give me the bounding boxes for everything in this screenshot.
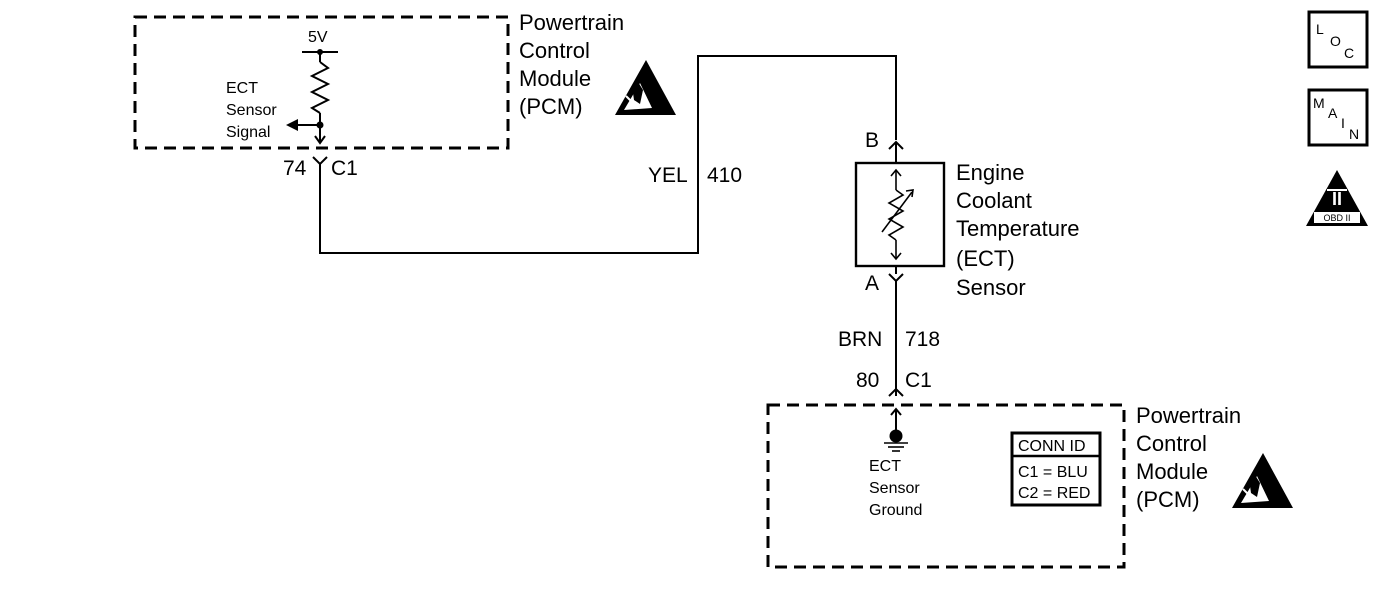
pin-arrow-icon <box>314 135 326 145</box>
ect-ground-line3: Ground <box>869 502 922 519</box>
svg-text:M: M <box>1313 95 1325 111</box>
supply-voltage-label: 5V <box>308 29 328 46</box>
svg-text:O: O <box>1330 33 1341 49</box>
pcm-top-name-line1: Powertrain <box>519 10 624 35</box>
main-icon[interactable]: M A I N <box>1307 88 1369 147</box>
wire-brn-color: BRN <box>838 328 882 351</box>
obd-numeral: II <box>1332 189 1342 209</box>
thermistor-icon <box>881 168 914 261</box>
connector-c1-bottom-symbol <box>888 387 904 397</box>
ect-name-line3: Temperature <box>956 216 1080 241</box>
ect-signal-line1: ECT <box>226 80 258 97</box>
ect-name-line1: Engine <box>956 160 1025 185</box>
pin-80-label: 80 <box>856 369 879 392</box>
connector-c1-top-label: C1 <box>331 157 358 180</box>
esd-warning-icon <box>615 60 676 115</box>
ground-icon <box>884 442 908 452</box>
ect-ground-line2: Sensor <box>869 480 920 497</box>
ect-name-line4: (ECT) <box>956 246 1015 271</box>
pullup-resistor <box>309 61 331 114</box>
pcm-bottom-name-line1: Powertrain <box>1136 403 1241 428</box>
obd-ii-icon[interactable]: II OBD II <box>1306 170 1368 226</box>
signal-arrow-icon <box>286 119 298 131</box>
esd-warning-icon <box>1232 453 1293 508</box>
wire-718-circuit: 718 <box>905 328 940 351</box>
pcm-bottom-name-line3: Module <box>1136 459 1208 484</box>
pcm-bottom-name-line4: (PCM) <box>1136 487 1200 512</box>
pcm-bottom-boundary <box>766 403 1126 569</box>
svg-text:A: A <box>1328 105 1338 121</box>
terminal-a-symbol <box>888 273 904 283</box>
conn-id-table: CONN ID C1 = BLU C2 = RED <box>1010 431 1102 507</box>
ect-ground-line1: ECT <box>869 458 901 475</box>
connector-c1-bottom-label: C1 <box>905 369 932 392</box>
obd-label: OBD II <box>1323 213 1350 223</box>
ect-signal-line2: Sensor <box>226 102 277 119</box>
loc-icon[interactable]: L O C <box>1307 10 1369 69</box>
ect-name-line5: Sensor <box>956 275 1026 300</box>
pcm-top-name-line4: (PCM) <box>519 94 583 119</box>
pcm-bottom-name-line2: Control <box>1136 431 1207 456</box>
wire-yel-color: YEL <box>648 164 688 187</box>
pcm-top-name-line2: Control <box>519 38 590 63</box>
ect-sensor-body <box>854 161 946 268</box>
pcm-top-name-line3: Module <box>519 66 591 91</box>
svg-text:L: L <box>1316 21 1324 37</box>
conn-id-row2: C2 = RED <box>1018 485 1090 502</box>
ect-name-line2: Coolant <box>956 188 1032 213</box>
svg-text:N: N <box>1349 126 1359 142</box>
pin-74-label: 74 <box>283 157 307 180</box>
svg-text:I: I <box>1341 115 1345 131</box>
pcm-top-boundary <box>133 15 510 150</box>
svg-text:C: C <box>1344 45 1354 61</box>
connector-c1-top-symbol <box>312 156 328 166</box>
terminal-a-label: A <box>865 272 879 295</box>
conn-id-row1: C1 = BLU <box>1018 464 1088 481</box>
wire-yel-410 <box>319 55 897 254</box>
conn-id-title: CONN ID <box>1018 438 1086 455</box>
wire-410-circuit: 410 <box>707 164 742 187</box>
ect-signal-line3: Signal <box>226 124 270 141</box>
ground-node <box>889 429 903 443</box>
terminal-b-label: B <box>865 129 879 152</box>
